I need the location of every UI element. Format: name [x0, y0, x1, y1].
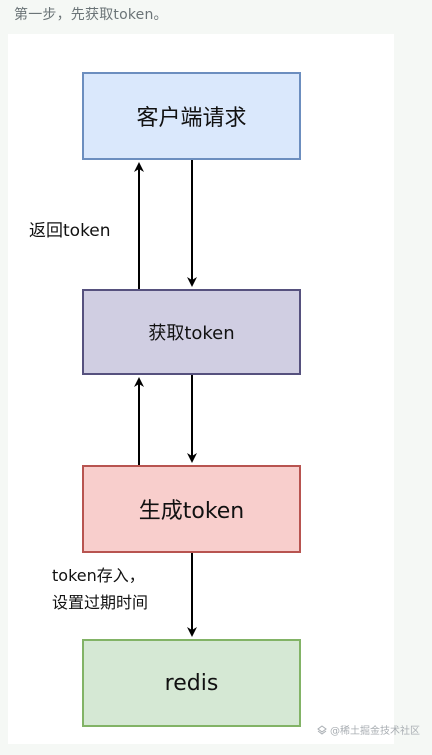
edge-label-return-token: 返回token: [29, 221, 111, 241]
node-generate-token-label: 生成token: [138, 499, 245, 524]
watermark-text: @稀土掘金技术社区: [330, 726, 420, 737]
node-generate-token: 生成token: [82, 465, 301, 553]
node-redis: redis: [82, 639, 301, 727]
node-client-request: 客户端请求: [82, 72, 301, 160]
edge-label-store-line1: token存入，: [52, 566, 145, 585]
watermark: @稀土掘金技术社区: [317, 722, 420, 737]
edge-label-store-token: token存入， 设置过期时间: [52, 562, 148, 616]
node-fetch-token: 获取token: [82, 289, 301, 375]
diagram-arrows: [134, 160, 197, 637]
node-client-request-label: 客户端请求: [136, 106, 247, 131]
edge-label-store-line2: 设置过期时间: [52, 593, 149, 612]
node-redis-label: redis: [164, 670, 219, 696]
intro-text: 第一步，先获取token。: [14, 7, 168, 23]
juejin-logo-icon: [317, 724, 327, 735]
node-fetch-token-label: 获取token: [148, 323, 235, 344]
flow-diagram: 客户端请求 获取token 生成token redis 返回token toke…: [8, 34, 394, 744]
